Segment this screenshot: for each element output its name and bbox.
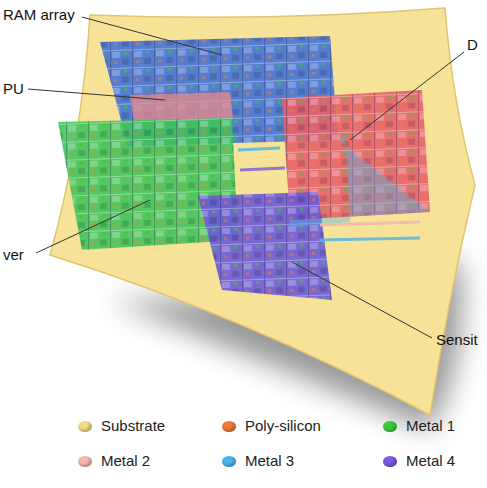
legend-text: Metal 3 xyxy=(245,452,294,469)
callout-label: Sensit xyxy=(436,331,478,349)
legend-text: Metal 2 xyxy=(101,452,150,469)
legend-item: Metal 4 xyxy=(383,452,455,470)
legend-item: Substrate xyxy=(78,417,165,435)
legend-item: Metal 3 xyxy=(222,452,294,470)
legend-swatch xyxy=(383,456,397,467)
legend-text: Metal 1 xyxy=(406,417,455,434)
substrate-sheet xyxy=(50,8,475,415)
callout-label: ver xyxy=(3,246,24,264)
legend-text: Substrate xyxy=(101,417,165,434)
callout-label: D xyxy=(467,36,478,54)
legend-swatch xyxy=(222,456,236,467)
legend-item: Metal 2 xyxy=(78,452,150,470)
legend-swatch xyxy=(78,421,92,432)
legend-swatch xyxy=(222,421,236,432)
circuit-blocks xyxy=(58,36,430,300)
legend-text: Metal 4 xyxy=(406,452,455,469)
legend-item: Poly-silicon xyxy=(222,417,321,435)
legend-text: Poly-silicon xyxy=(245,417,321,434)
leader-lines xyxy=(28,17,464,338)
legend-swatch xyxy=(78,456,92,467)
legend-swatch xyxy=(383,421,397,432)
callout-label: PU xyxy=(3,80,24,98)
callout-label: RAM array xyxy=(3,6,75,24)
legend-item: Metal 1 xyxy=(383,417,455,435)
